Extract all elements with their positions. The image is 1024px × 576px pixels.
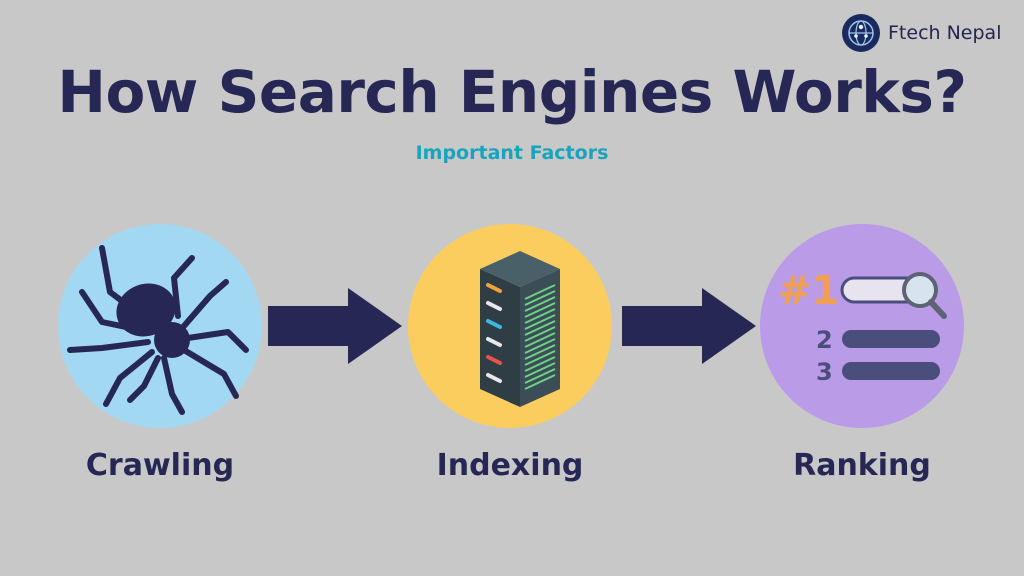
rank-first-number: #1 [778,268,839,314]
page-title: How Search Engines Works? [57,58,967,126]
ranking-circle: #1 2 3 [760,224,964,428]
step-label-indexing: Indexing [436,448,584,483]
crawling-circle [58,224,262,428]
rank-second-number: 2 [816,326,833,354]
step-label-ranking: Ranking [793,448,931,483]
server-rack-icon [480,251,560,407]
arrow-right-icon [268,288,402,364]
brand-name: Ftech Nepal [888,22,1002,44]
arrow-right-icon [622,288,756,364]
indexing-circle [408,224,612,428]
page-subtitle: Important Factors [415,142,609,164]
globe-network-icon [842,14,880,52]
rank-third-number: 3 [816,358,833,386]
spider-icon [67,245,249,415]
step-label-crawling: Crawling [85,448,235,483]
ranking-list-icon: #1 2 3 [778,268,947,386]
brand: Ftech Nepal [842,14,1001,52]
